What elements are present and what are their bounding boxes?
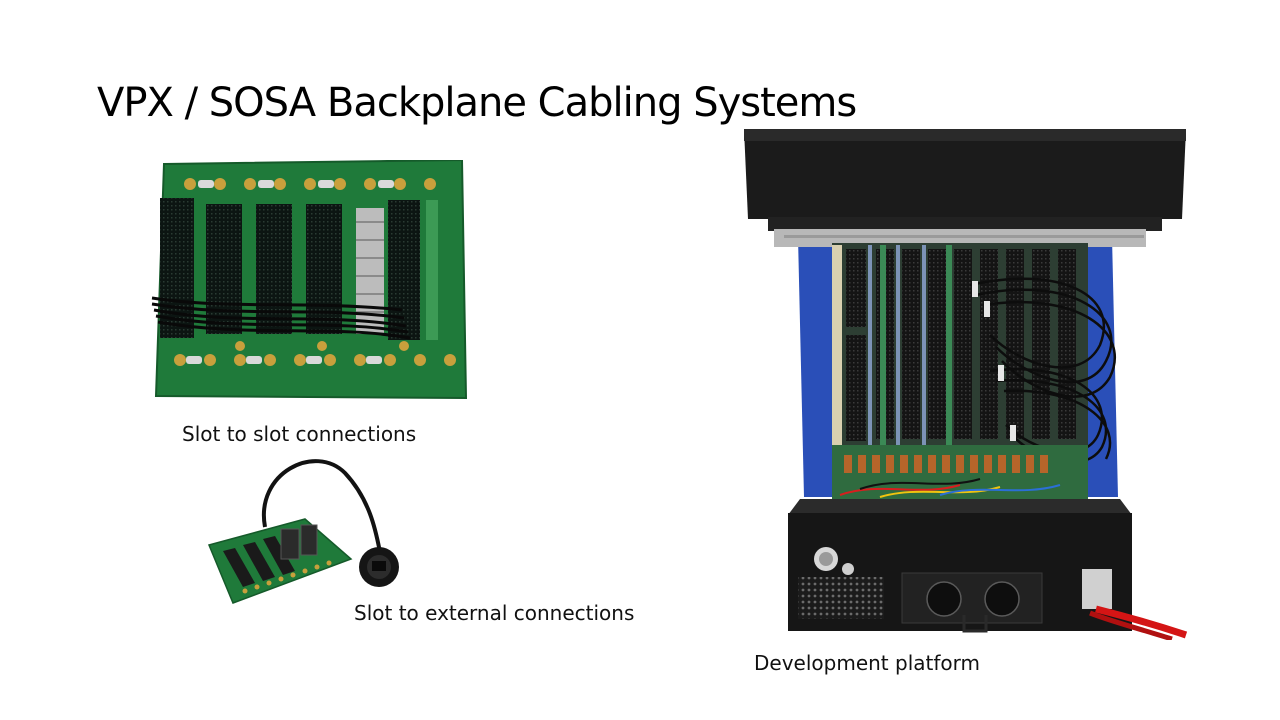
caption-development-platform: Development platform [754,651,980,675]
development-chassis-photo [740,125,1190,640]
caption-slot-to-slot: Slot to slot connections [182,422,417,446]
cable-adapter-photo [205,453,420,605]
backplane-board-photo [150,160,470,400]
caption-slot-to-external: Slot to external connections [354,601,635,625]
slide-title: VPX / SOSA Backplane Cabling Systems [97,80,857,126]
